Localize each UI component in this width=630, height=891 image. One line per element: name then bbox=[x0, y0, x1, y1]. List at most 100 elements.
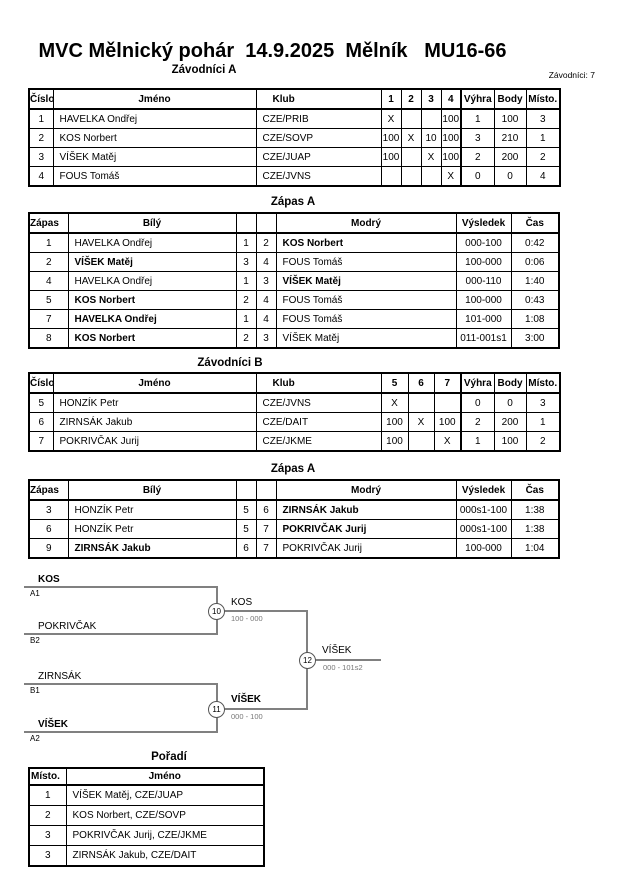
section-title-match-a1: Zápas A bbox=[270, 196, 316, 208]
cell-bn: 7 bbox=[255, 538, 277, 559]
bracket-line bbox=[24, 683, 218, 685]
col-header-wn bbox=[235, 212, 257, 234]
bracket-winner-name: VÍŠEK bbox=[231, 694, 262, 705]
bracket-entry-name: POKRIVČAK bbox=[38, 621, 97, 632]
col-header-cas: Čas bbox=[510, 212, 560, 234]
col-header-bily: Bílý bbox=[67, 212, 237, 234]
cell-wn: 3 bbox=[235, 252, 257, 272]
col-header-jmeno: Jméno bbox=[65, 767, 265, 786]
cell-blue: VÍŠEK Matěj bbox=[275, 271, 457, 291]
cell-wn: 1 bbox=[235, 271, 257, 291]
cell-place: 1 bbox=[28, 784, 67, 806]
cell-blue: FOUS Tomáš bbox=[275, 290, 457, 310]
cell-club: CZE/DAIT bbox=[255, 412, 382, 432]
cell-white: VÍŠEK Matěj bbox=[67, 252, 237, 272]
cell-name: POKRIVČAK Jurij bbox=[52, 431, 257, 452]
match-number-circle: 10 bbox=[208, 603, 225, 620]
bracket-match-score: 100 - 000 bbox=[231, 614, 263, 623]
cell-white: HAVELKA Ondřej bbox=[67, 309, 237, 329]
cell-bn: 4 bbox=[255, 290, 277, 310]
cell-result: 000-100 bbox=[455, 232, 512, 253]
cell-name: FOUS Tomáš bbox=[52, 166, 257, 187]
cell-wn: 2 bbox=[235, 328, 257, 349]
cell-result: 000s1-100 bbox=[455, 499, 512, 520]
bracket-seed-label: A1 bbox=[30, 589, 40, 598]
cell-white: KOS Norbert bbox=[67, 328, 237, 349]
cell-s5: X bbox=[380, 392, 409, 413]
cell-time: 0:06 bbox=[510, 252, 560, 272]
cell-s5: 100 bbox=[380, 412, 409, 432]
cell-s7 bbox=[433, 392, 462, 413]
bracket-winner-line bbox=[222, 610, 308, 612]
bracket-seed-label: B1 bbox=[30, 686, 40, 695]
col-header-wn bbox=[235, 479, 257, 501]
col-header-cas: Čas bbox=[510, 479, 560, 501]
cell-bn: 4 bbox=[255, 252, 277, 272]
col-header-7: 7 bbox=[433, 372, 462, 394]
cell-club: CZE/JVNS bbox=[255, 392, 382, 413]
cell-s4: 100 bbox=[440, 128, 462, 148]
col-header-bn bbox=[255, 212, 277, 234]
group-a-table: Číslo Jméno Klub 1 2 3 4 Výhra Body Míst… bbox=[28, 88, 561, 187]
cell-place: 3 bbox=[28, 825, 67, 846]
cell-blue: VÍŠEK Matěj bbox=[275, 328, 457, 349]
cell-s4: 100 bbox=[440, 147, 462, 167]
cell-result: 100-000 bbox=[455, 252, 512, 272]
cell-s1: 100 bbox=[380, 147, 402, 167]
cell-points: 100 bbox=[493, 108, 527, 129]
cell-num: 2 bbox=[28, 128, 54, 148]
cell-num: 3 bbox=[28, 147, 54, 167]
col-header-klub: Klub bbox=[255, 372, 382, 394]
cell-name: KOS Norbert, CZE/SOVP bbox=[65, 805, 265, 826]
cell-blue: KOS Norbert bbox=[275, 232, 457, 253]
cell-blue: ZIRNSÁK Jakub bbox=[275, 499, 457, 520]
cell-result: 100-000 bbox=[455, 290, 512, 310]
cell-name: ZIRNSÁK Jakub bbox=[52, 412, 257, 432]
col-header-cislo: Číslo bbox=[28, 372, 54, 394]
cell-points: 0 bbox=[493, 166, 527, 187]
cell-match: 5 bbox=[28, 290, 69, 310]
cell-club: CZE/JKME bbox=[255, 431, 382, 452]
col-header-zapas: Zápas bbox=[28, 212, 69, 234]
cell-wins: 0 bbox=[460, 166, 495, 187]
cell-wins: 1 bbox=[460, 431, 495, 452]
col-header-body: Body bbox=[493, 372, 527, 394]
cell-blue: POKRIVČAK Jurij bbox=[275, 538, 457, 559]
cell-s2: X bbox=[400, 128, 422, 148]
cell-name: POKRIVČAK Jurij, CZE/JKME bbox=[65, 825, 265, 846]
col-header-misto: Místo. bbox=[525, 372, 561, 394]
cell-name: KOS Norbert bbox=[52, 128, 257, 148]
cell-wn: 2 bbox=[235, 290, 257, 310]
cell-time: 0:43 bbox=[510, 290, 560, 310]
cell-s3: 10 bbox=[420, 128, 442, 148]
table-header: Zápas Bílý Modrý Výsledek Čas bbox=[28, 479, 560, 501]
col-header-3: 3 bbox=[420, 88, 442, 110]
cell-result: 000s1-100 bbox=[455, 519, 512, 539]
cell-num: 5 bbox=[28, 392, 54, 413]
section-title-ranking: Pořadí bbox=[151, 751, 187, 763]
cell-blue: POKRIVČAK Jurij bbox=[275, 519, 457, 539]
cell-s4: X bbox=[440, 166, 462, 187]
section-title-group-b: Závodníci B bbox=[197, 357, 263, 369]
cell-match: 1 bbox=[28, 232, 69, 253]
cell-points: 200 bbox=[493, 412, 527, 432]
cell-points: 200 bbox=[493, 147, 527, 167]
cell-s5: 100 bbox=[380, 431, 409, 452]
cell-name: ZIRNSÁK Jakub, CZE/DAIT bbox=[65, 845, 265, 867]
cell-time: 1:40 bbox=[510, 271, 560, 291]
